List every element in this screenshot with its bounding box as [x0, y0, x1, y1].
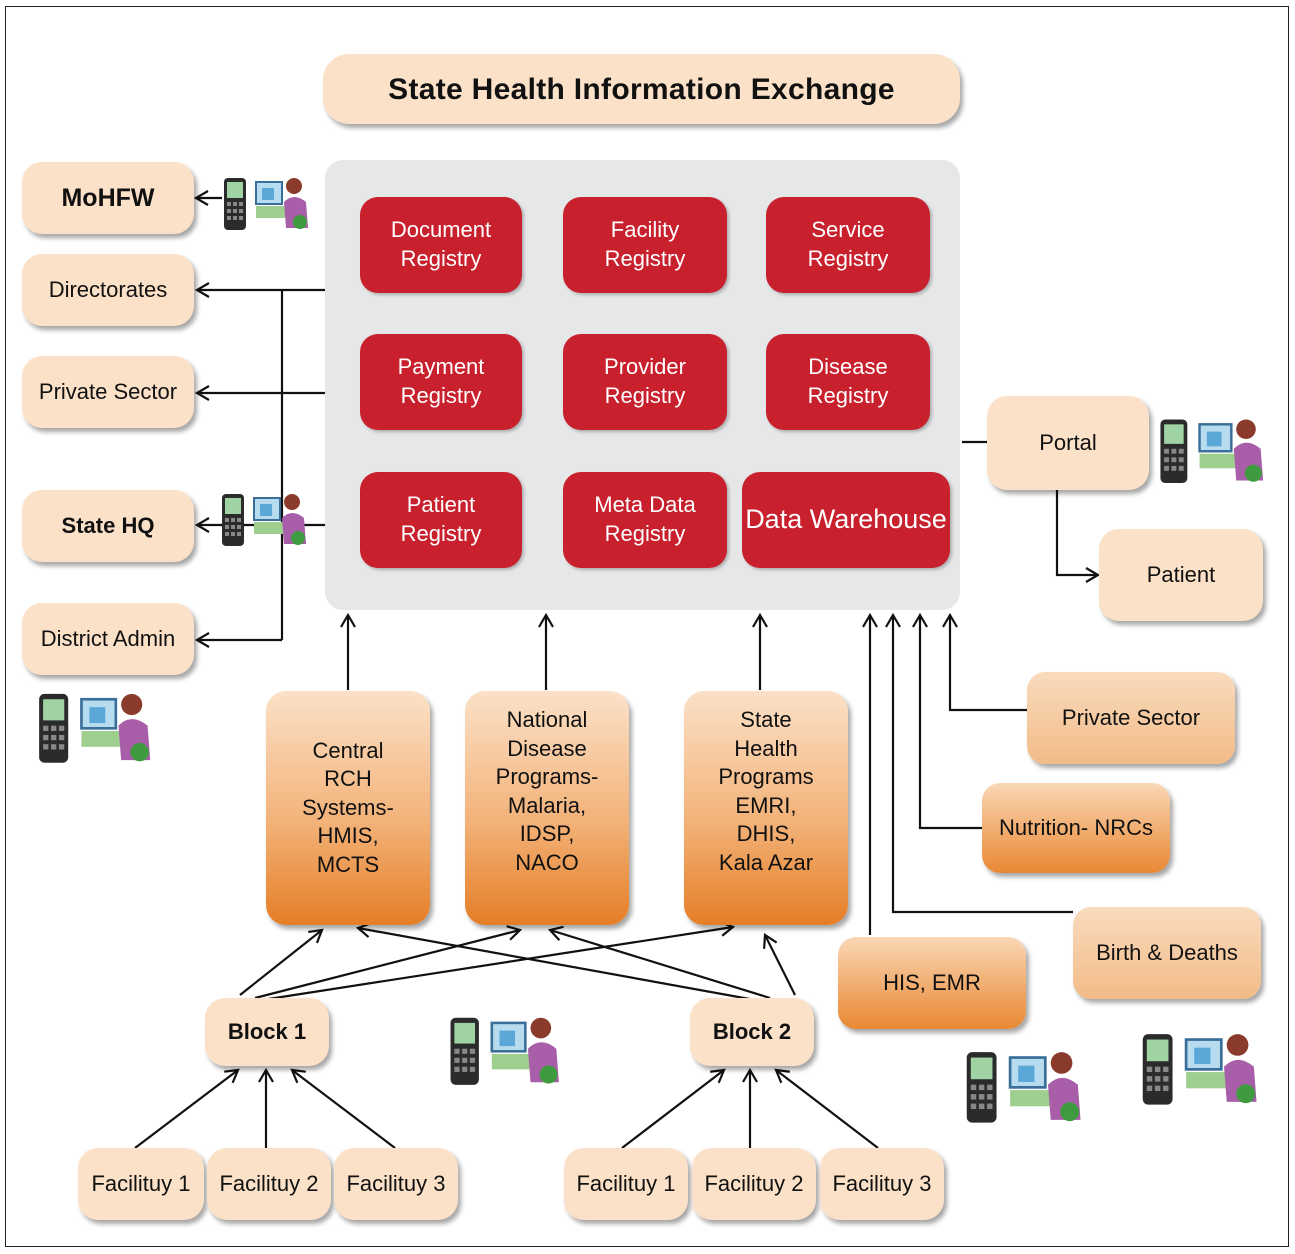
block1-facility-2: Facilituy 2	[207, 1148, 331, 1220]
nutrition-nrcs-box: Nutrition- NRCs	[982, 783, 1170, 873]
state-health-box: State Health Programs EMRI, DHIS, Kala A…	[684, 691, 848, 925]
diagram-frame	[5, 6, 1289, 1247]
computer-user-icon	[1198, 419, 1264, 482]
phone-computer-icon	[224, 178, 308, 230]
mobile-phone-icon	[450, 1017, 479, 1085]
directorates-box: Directorates	[22, 254, 194, 326]
disease-registry: Disease Registry	[766, 334, 930, 430]
payment-registry: Payment Registry	[360, 334, 522, 430]
mobile-phone-icon	[1160, 419, 1188, 483]
central-rch-box: Central RCH Systems- HMIS, MCTS	[266, 691, 430, 925]
arrow-private-sector-up	[942, 612, 1027, 712]
private-sector-right-box: Private Sector	[1027, 672, 1235, 764]
patient-registry: Patient Registry	[360, 472, 522, 568]
service-registry: Service Registry	[766, 197, 930, 293]
block1-facility-1: Facilituy 1	[78, 1148, 204, 1220]
mobile-phone-icon	[224, 178, 246, 230]
computer-user-icon	[253, 494, 306, 545]
document-registry: Document Registry	[360, 197, 522, 293]
data-warehouse: Data Warehouse	[742, 472, 950, 568]
computer-user-icon	[490, 1017, 559, 1084]
computer-user-icon	[1008, 1052, 1081, 1122]
phone-computer-icon	[450, 1017, 559, 1085]
facility-registry: Facility Registry	[563, 197, 727, 293]
mobile-phone-icon	[966, 1052, 997, 1123]
metadata-registry: Meta Data Registry	[563, 472, 727, 568]
block2-facility-2: Facilituy 2	[692, 1148, 816, 1220]
phone-computer-icon	[1160, 419, 1264, 483]
mobile-phone-icon	[1142, 1034, 1173, 1105]
block-2-box: Block 2	[690, 998, 814, 1066]
computer-user-icon	[1184, 1034, 1257, 1104]
private-sector-left-box: Private Sector	[22, 356, 194, 428]
his-emr-box: HIS, EMR	[838, 937, 1026, 1029]
phone-computer-icon	[222, 494, 306, 546]
portal-box: Portal	[987, 396, 1149, 490]
phone-computer-icon	[39, 693, 151, 763]
provider-registry: Provider Registry	[563, 334, 727, 430]
arrow-portal-to-patient	[1055, 490, 1101, 583]
phone-computer-icon	[966, 1052, 1081, 1123]
block-1-box: Block 1	[205, 998, 329, 1066]
computer-user-icon	[80, 693, 151, 762]
state-hq-box: State HQ	[22, 490, 194, 562]
diagram-title: State Health Information Exchange	[323, 54, 960, 124]
birth-deaths-box: Birth & Deaths	[1073, 907, 1261, 999]
national-disease-box: National Disease Programs- Malaria, IDSP…	[465, 691, 629, 925]
district-admin-box: District Admin	[22, 603, 194, 675]
computer-user-icon	[255, 178, 308, 229]
mohfw-box: MoHFW	[22, 162, 194, 234]
patient-box: Patient	[1099, 529, 1263, 621]
block2-facility-1: Facilituy 1	[564, 1148, 688, 1220]
block2-facility-3: Facilituy 3	[820, 1148, 944, 1220]
arrow-birth-deaths-up	[885, 612, 1073, 914]
arrow-nutrition-up	[912, 612, 982, 830]
mobile-phone-icon	[222, 494, 244, 546]
block1-facility-3: Facilituy 3	[334, 1148, 458, 1220]
phone-computer-icon	[1142, 1034, 1257, 1105]
mobile-phone-icon	[39, 693, 69, 763]
